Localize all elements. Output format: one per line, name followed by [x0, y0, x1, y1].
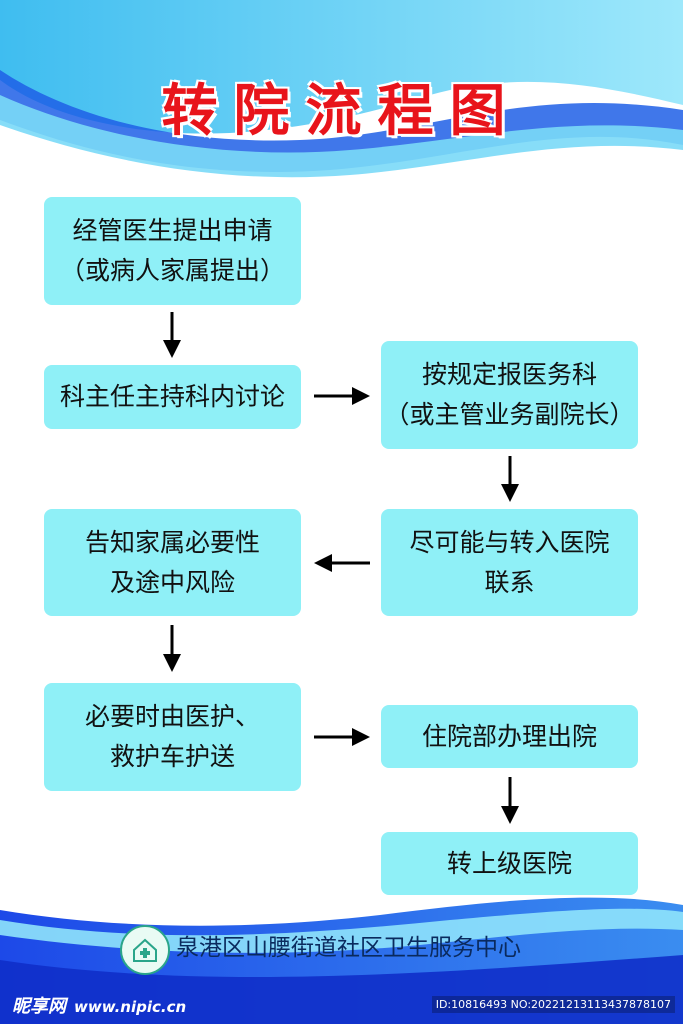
step-discharge: 住院部办理出院 — [381, 705, 638, 768]
step-discussion: 科主任主持科内讨论 — [44, 365, 301, 429]
step-contact-line1: 尽可能与转入医院 — [409, 527, 610, 557]
watermark-brand: 昵享网 www.nipic.cn — [12, 992, 186, 1018]
watermark-site: www.nipic.cn — [74, 998, 187, 1016]
step-transfer-line1: 转上级医院 — [446, 848, 572, 878]
step-apply-line1: 经管医生提出申请 — [72, 216, 273, 245]
step-inform-family: 告知家属必要性 及途中风险 — [44, 509, 301, 616]
step-contact-line2: 联系 — [484, 567, 535, 597]
health-center-logo — [120, 925, 170, 975]
step-report-line2: （或主管业务副院长） — [384, 400, 635, 429]
step-apply: 经管医生提出申请 （或病人家属提出） — [44, 197, 301, 305]
page-title: 转院流程图 — [161, 79, 522, 144]
step-discussion-line1: 科主任主持科内讨论 — [59, 382, 285, 411]
step-escort: 必要时由医护、 救护车护送 — [44, 683, 301, 791]
step-apply-line2: （或病人家属提出） — [59, 256, 285, 285]
step-inform-line2: 及途中风险 — [109, 567, 235, 597]
watermark-brand-name: 昵享网 — [12, 996, 66, 1017]
step-report-line1: 按规定报医务科 — [421, 360, 597, 389]
step-discharge-line1: 住院部办理出院 — [421, 721, 597, 751]
house-cross-icon — [133, 938, 157, 962]
watermark-id: ID:10816493 NO:20221213113437878107 — [431, 996, 675, 1013]
step-escort-line2: 救护车护送 — [109, 742, 235, 771]
step-contact-hospital: 尽可能与转入医院 联系 — [381, 509, 638, 616]
step-inform-line1: 告知家属必要性 — [84, 527, 260, 557]
step-report: 按规定报医务科 （或主管业务副院长） — [381, 341, 638, 449]
organization-name: 泉港区山腰街道社区卫生服务中心 — [176, 935, 521, 961]
step-escort-line1: 必要时由医护、 — [84, 702, 260, 731]
step-transfer: 转上级医院 — [381, 832, 638, 895]
